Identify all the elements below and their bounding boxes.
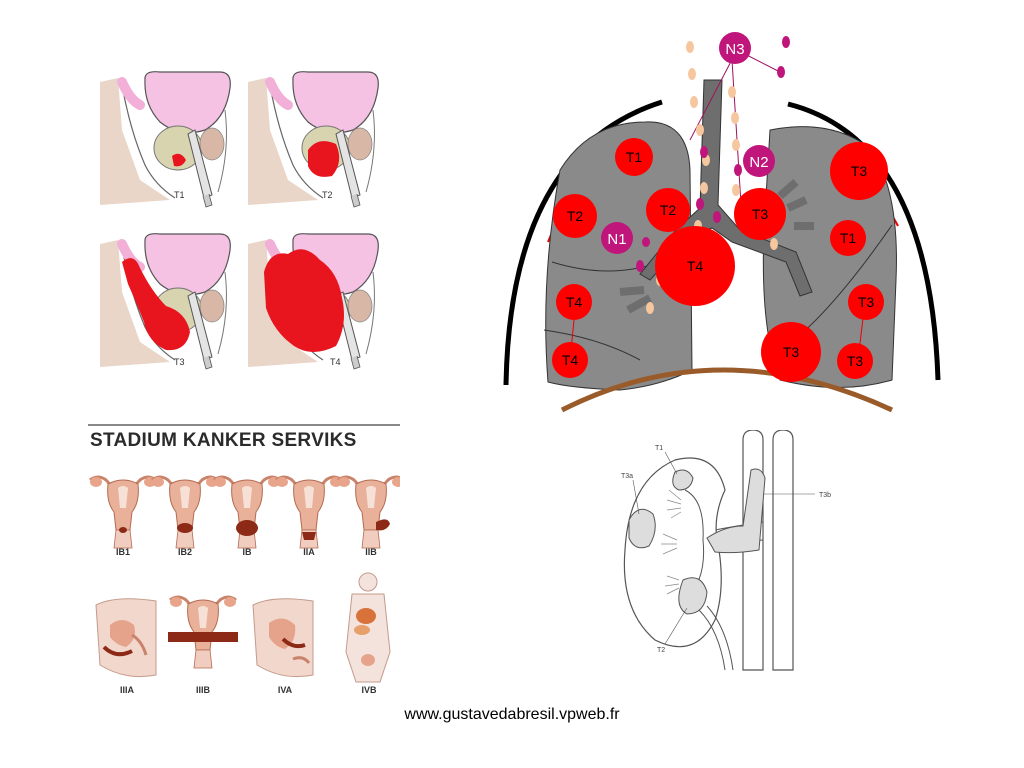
prostate-t1-label: T1 <box>174 190 185 200</box>
cervix-label-iiib: IIIB <box>195 685 210 695</box>
svg-text:T2: T2 <box>567 208 584 224</box>
tumor-t4-center: T4 <box>655 226 735 306</box>
svg-text:N2: N2 <box>749 154 768 171</box>
tumor-t3-right-top: T3 <box>830 142 888 200</box>
lymph-nodes <box>646 41 778 314</box>
lung-staging-panel: N3 N2 N1 T1 T2 T2 T4 T4 <box>500 30 950 415</box>
svg-text:T2: T2 <box>660 202 677 218</box>
kidney-diagram: T1 T3a T3b T2 <box>621 430 831 671</box>
prostate-t1-diagram: T1 <box>100 72 230 207</box>
prostate-staging-panel: T1 T2 T3 T4 <box>100 70 390 372</box>
cervix-label-ivb: IVB <box>361 685 377 695</box>
svg-text:T4: T4 <box>562 352 579 368</box>
cervix-label-iva: IVA <box>277 685 293 695</box>
cervix-label-iib: IIB <box>365 547 377 557</box>
cervix-stage-iib <box>336 475 400 550</box>
svg-text:T3: T3 <box>858 294 875 310</box>
cervix-stage-iiib <box>168 595 238 670</box>
cervix-stage-ib1 <box>88 475 158 550</box>
cervix-stage-iiia <box>95 598 157 678</box>
cervix-stage-ib <box>212 475 282 550</box>
tumor-t2-left-inner: T2 <box>646 188 690 232</box>
prostate-diagrams: T1 T2 T3 T4 <box>100 70 390 372</box>
cervix-label-ib1: IB1 <box>115 547 130 557</box>
node-n2: N2 <box>743 145 775 177</box>
kidney-label-t3b: T3b <box>819 492 831 499</box>
diaphragm <box>560 367 894 413</box>
source-url: www.gustavedabresil.vpweb.fr <box>404 706 620 723</box>
svg-text:T3: T3 <box>752 206 769 222</box>
tumor-t3-right-center: T3 <box>734 188 786 240</box>
svg-text:N1: N1 <box>607 231 626 248</box>
kidney-label-t3a: T3a <box>621 473 633 480</box>
cervix-label-iiia: IIIA <box>119 685 134 695</box>
svg-text:T4: T4 <box>566 294 583 310</box>
node-n1: N1 <box>601 222 633 254</box>
cervix-stage-iia <box>274 475 344 550</box>
svg-text:N3: N3 <box>725 41 744 58</box>
cervix-stage-ib2 <box>150 475 220 550</box>
cervix-label-ib2: IB2 <box>177 547 192 557</box>
tumor-t1-left: T1 <box>615 138 653 176</box>
metastatic-nodes <box>636 36 790 272</box>
tumor-t3-right-mid: T3 <box>848 284 884 320</box>
cervix-label-iia: IIA <box>303 547 315 557</box>
title-rule <box>88 424 400 426</box>
kidney-label-t1: T1 <box>655 445 663 452</box>
chest-wall-right <box>787 101 941 381</box>
cervix-stage-iva <box>252 598 314 678</box>
tumor-t4-left-mid: T4 <box>556 284 592 320</box>
tumor-t3-right-bottom: T3 <box>837 343 873 379</box>
svg-text:T3: T3 <box>851 163 868 179</box>
tumor-t2-left-outer: T2 <box>553 194 597 238</box>
svg-text:T1: T1 <box>840 230 857 246</box>
chest-wall-left <box>503 99 663 386</box>
left-lung <box>545 121 693 391</box>
prostate-t4-diagram: T4 <box>248 234 378 369</box>
svg-text:T1: T1 <box>626 149 643 165</box>
prostate-t2-label: T2 <box>322 190 333 200</box>
kidney-label-t2: T2 <box>657 647 665 654</box>
cervix-diagrams <box>88 475 400 683</box>
tumor-t1-right: T1 <box>830 220 866 256</box>
svg-text:T4: T4 <box>687 258 704 274</box>
kidney-staging-panel: T1 T3a T3b T2 <box>615 430 840 680</box>
node-n3: N3 <box>719 32 751 64</box>
prostate-t3-diagram: T3 <box>100 234 230 369</box>
prostate-t3-label: T3 <box>174 357 185 367</box>
cervix-title: STADIUM KANKER SERVIKS <box>90 430 357 451</box>
cervix-label-ib: IB <box>242 547 252 557</box>
lung-tnm-diagram: N3 N2 N1 T1 T2 T2 T4 T4 <box>503 32 941 413</box>
svg-text:T3: T3 <box>783 344 800 360</box>
svg-text:T3: T3 <box>847 353 864 369</box>
cervix-stage-ivb <box>345 572 391 683</box>
prostate-t4-label: T4 <box>330 357 341 367</box>
tumor-t3-bottom-center: T3 <box>761 322 821 382</box>
prostate-t2-diagram: T2 <box>248 72 378 207</box>
tumor-t4-left-bottom: T4 <box>552 342 588 378</box>
cervix-staging-panel: STADIUM KANKER SERVIKS <box>88 420 400 700</box>
